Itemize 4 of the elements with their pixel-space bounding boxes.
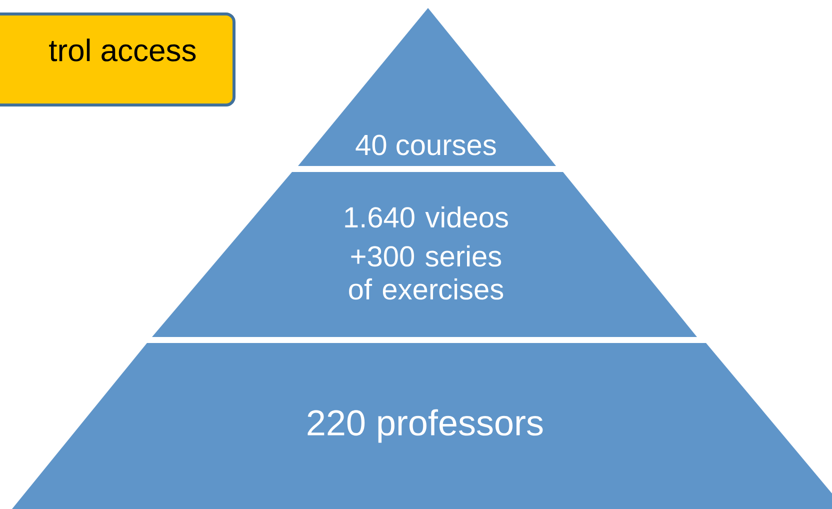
pyramid-level: 220 professors bbox=[12, 343, 832, 509]
callout-box: trol access bbox=[0, 12, 236, 106]
pyramid-level: 40 courses bbox=[298, 8, 556, 166]
pyramid-level: 1.640 videos +300 series of exercises bbox=[152, 172, 697, 337]
